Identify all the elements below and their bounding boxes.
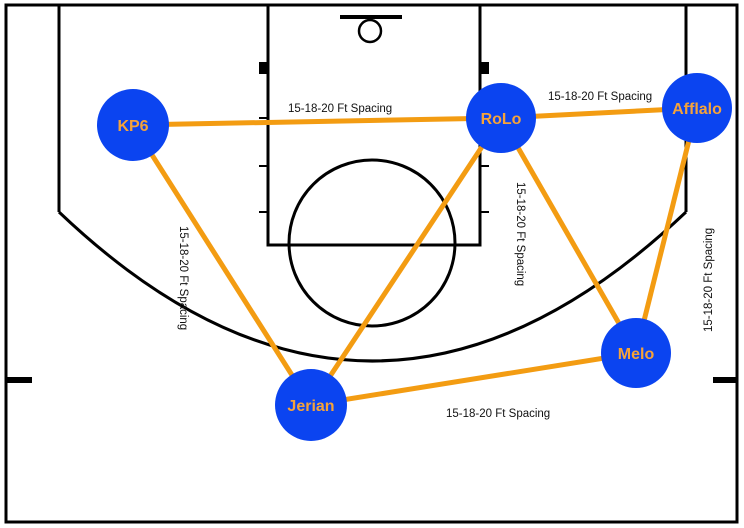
player-melo-label: Melo <box>618 346 655 363</box>
player-kp6: KP6 <box>97 89 169 161</box>
player-rolo-label: RoLo <box>481 111 522 128</box>
player-afflalo-circle <box>662 73 732 143</box>
spacing-line-rolo-melo <box>498 116 639 355</box>
free-throw-circle <box>287 158 457 328</box>
player-rolo: RoLo <box>466 83 536 153</box>
spacing-line-kp6-rolo <box>132 115 502 128</box>
block-mark-right <box>480 62 489 74</box>
spacing-line-afflalo-melo <box>633 107 700 354</box>
player-afflalo-label: Afflalo <box>672 101 722 118</box>
half-court <box>4 3 739 524</box>
spacing-label-bottom: 15-18-20 Ft Spacing <box>446 408 550 420</box>
spacing-line-jerian-rolo <box>308 116 504 407</box>
rim <box>357 18 383 44</box>
spacing-label-top-center: 15-18-20 Ft Spacing <box>288 103 392 115</box>
spacing-label-top-right: 15-18-20 Ft Spacing <box>548 91 652 103</box>
spacing-line-jerian-melo <box>310 350 637 408</box>
spacing-label-center-diagonal: 15-18-20 Ft Spacing <box>514 182 526 286</box>
player-kp6-circle <box>97 89 169 161</box>
spacing-label-right-vertical: 15-18-20 Ft Spacing <box>703 228 715 332</box>
player-melo-circle <box>601 318 671 388</box>
spacing-labels: 15-18-20 Ft Spacing 15-18-20 Ft Spacing … <box>177 91 715 420</box>
player-kp6-label: KP6 <box>117 118 148 135</box>
player-rolo-circle <box>466 83 536 153</box>
spacing-label-left-diagonal: 15-18-20 Ft Spacing <box>177 226 189 330</box>
block-mark-left <box>259 62 268 74</box>
player-jerian: Jerian <box>275 369 347 441</box>
spacing-line-kp6-jerian <box>130 123 314 407</box>
player-jerian-circle <box>275 369 347 441</box>
player-melo: Melo <box>601 318 671 388</box>
player-jerian-label: Jerian <box>287 398 334 415</box>
players: KP6 RoLo Afflalo Melo Jerian <box>97 73 732 441</box>
three-point-arc <box>57 210 688 363</box>
player-afflalo: Afflalo <box>662 73 732 143</box>
